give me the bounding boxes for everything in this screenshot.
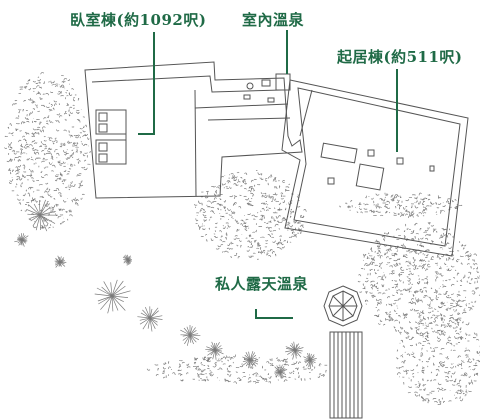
star-shrub [94,279,131,314]
star-shrub [303,352,317,369]
outdoor-onsen-gazebo [323,285,363,327]
bedroom-wing-building [84,61,303,199]
outdoor-deck [329,331,363,419]
star-shrub [285,341,304,360]
star-shrub [180,325,201,346]
star-shrub [26,199,58,232]
indoor-onsen-label: 室內溫泉 [242,11,305,29]
star-shrub [241,351,259,369]
label-leaders [138,30,398,319]
tree-cluster-center [193,169,307,260]
outdoor-onsen-leader-line [255,309,293,319]
indoor-onsen-room [275,73,291,91]
tree-cluster-right-lower [395,315,480,406]
shrub-border-living [339,192,463,219]
star-shrub [274,364,288,379]
star-shrub [54,255,67,268]
living-wing-label: 起居棟(約511呎) [337,48,463,66]
tree-cluster-right [357,222,480,339]
star-shrub [137,306,163,332]
foliage-layer [4,72,480,406]
living-wing-building [281,79,469,257]
star-shrub [205,341,224,360]
bedroom-wing-label: 臥室棟(約1092呎) [70,11,207,29]
shrub-border-bottom [146,354,328,384]
tree-cluster-left [4,72,91,229]
star-shrub [14,233,29,247]
outdoor-onsen-label: 私人露天溫泉 [215,275,309,293]
star-shrub [122,254,132,266]
bedroom-leader-line [138,32,155,135]
